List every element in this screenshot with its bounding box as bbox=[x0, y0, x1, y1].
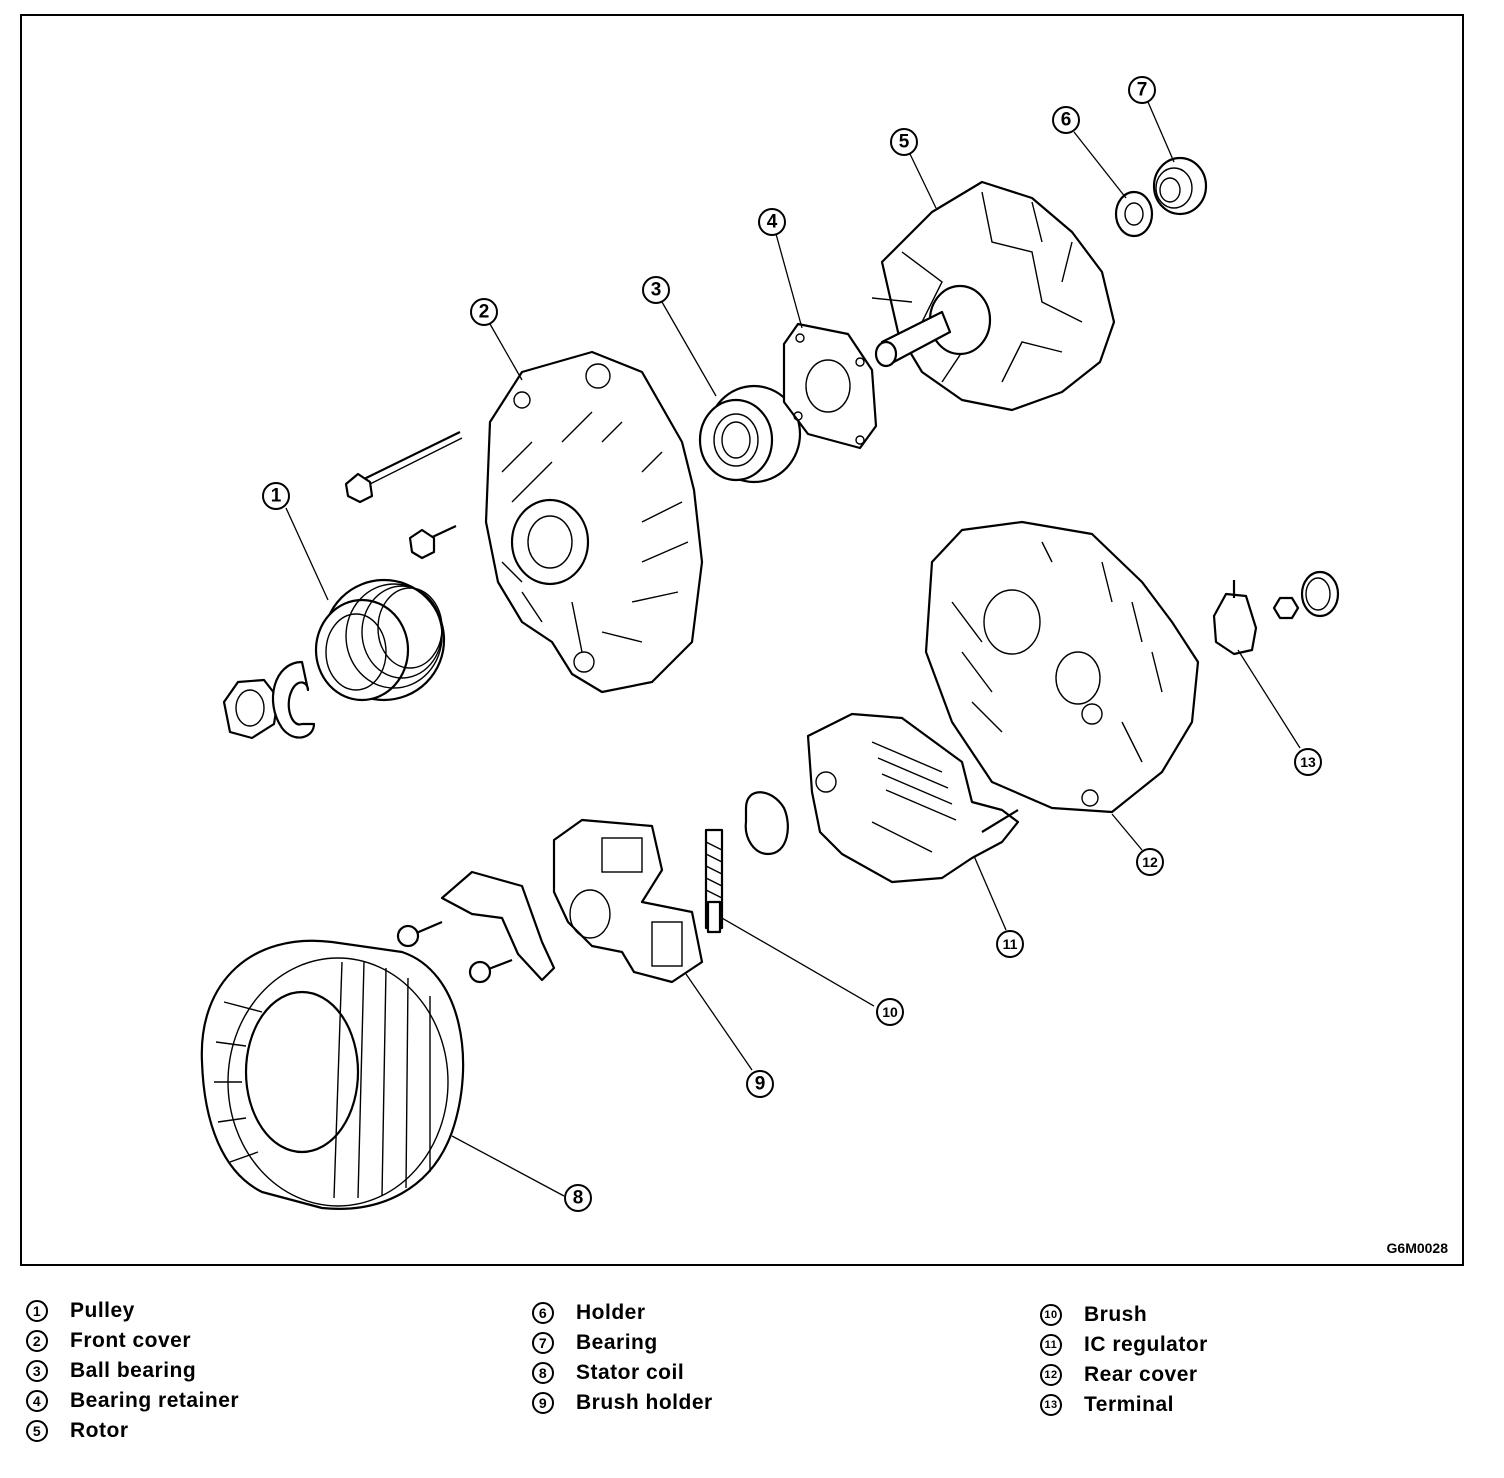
ic-regulator-drawing bbox=[806, 712, 1020, 884]
legend-item: 6 Holder bbox=[532, 1298, 713, 1328]
legend-number: 8 bbox=[532, 1362, 554, 1384]
terminal-cap-drawing bbox=[1300, 570, 1340, 618]
legend-item: 5 Rotor bbox=[26, 1416, 239, 1446]
legend-item: 11 IC regulator bbox=[1040, 1330, 1208, 1360]
brush-plate-drawing bbox=[440, 870, 556, 982]
callout-number: 9 bbox=[755, 1074, 766, 1095]
retaining-clip-drawing bbox=[744, 791, 789, 856]
callout-12: 12 bbox=[1136, 848, 1164, 876]
callout-5: 5 bbox=[890, 128, 918, 156]
stator-coil-drawing bbox=[200, 939, 465, 1210]
legend-item: 8 Stator coil bbox=[532, 1358, 713, 1388]
diagram-frame: 1 2 3 4 5 6 7 8 9 10 11 12 13 G6M0028 bbox=[20, 14, 1464, 1266]
callout-number: 12 bbox=[1142, 854, 1158, 870]
legend-label: Rotor bbox=[70, 1419, 129, 1442]
terminal-nut-drawing bbox=[1272, 596, 1300, 620]
legend-number: 7 bbox=[532, 1332, 554, 1354]
legend-label: Bearing bbox=[576, 1331, 658, 1354]
callout-9: 9 bbox=[746, 1070, 774, 1098]
callout-number: 1 bbox=[271, 486, 282, 507]
legend-item: 4 Bearing retainer bbox=[26, 1386, 239, 1416]
legend-number: 13 bbox=[1040, 1394, 1062, 1416]
legend-item: 3 Ball bearing bbox=[26, 1356, 239, 1386]
legend-number: 3 bbox=[26, 1360, 48, 1382]
brush-holder-drawing bbox=[396, 818, 704, 984]
figure-code: G6M0028 bbox=[1386, 1240, 1448, 1256]
callout-number: 5 bbox=[899, 132, 910, 153]
legend-label: Front cover bbox=[70, 1329, 192, 1352]
rear-cover-drawing bbox=[924, 520, 1200, 814]
legend-label: Brush holder bbox=[576, 1391, 713, 1414]
callout-11: 11 bbox=[996, 930, 1024, 958]
legend-label: Rear cover bbox=[1084, 1363, 1198, 1386]
callout-number: 11 bbox=[1003, 936, 1018, 952]
exploded-view-diagram: 1 2 3 4 5 6 7 8 9 10 11 12 13 bbox=[200, 76, 1340, 1212]
legend-label: Holder bbox=[576, 1301, 646, 1324]
holder-drawing bbox=[1114, 190, 1154, 238]
callout-number: 6 bbox=[1061, 110, 1072, 131]
legend-number: 5 bbox=[26, 1420, 48, 1442]
legend-item: 9 Brush holder bbox=[532, 1388, 713, 1418]
callout-2: 2 bbox=[470, 298, 498, 326]
callout-number: 2 bbox=[479, 302, 490, 323]
callout-7: 7 bbox=[1128, 76, 1156, 104]
nut-drawing bbox=[222, 678, 280, 740]
rotor-drawing bbox=[871, 180, 1116, 412]
callout-13: 13 bbox=[1294, 748, 1322, 776]
bearing-retainer-drawing bbox=[782, 322, 878, 450]
legend-number: 1 bbox=[26, 1300, 48, 1322]
callout-1: 1 bbox=[262, 482, 290, 510]
legend-number: 9 bbox=[532, 1392, 554, 1414]
legend-item: 1 Pulley bbox=[26, 1296, 239, 1326]
pulley-drawing bbox=[222, 578, 446, 740]
callout-8: 8 bbox=[564, 1184, 592, 1212]
legend-number: 11 bbox=[1040, 1334, 1062, 1356]
callout-number: 8 bbox=[573, 1188, 584, 1209]
legend-item: 10 Brush bbox=[1040, 1300, 1208, 1330]
ball-bearing-drawing bbox=[698, 384, 802, 484]
legend-item: 2 Front cover bbox=[26, 1326, 239, 1356]
callout-3: 3 bbox=[642, 276, 670, 304]
legend-column-2: 6 Holder 7 Bearing 8 Stator coil 9 Brush hol… bbox=[532, 1298, 713, 1418]
callout-number: 7 bbox=[1137, 80, 1148, 101]
legend-column-1: 1 Pulley 2 Front cover 3 Ball bearing 4 Bear… bbox=[26, 1296, 239, 1446]
parts-legend: 1 Pulley 2 Front cover 3 Ball bearing 4 Bear… bbox=[0, 1296, 1504, 1456]
brush-drawing bbox=[704, 828, 724, 934]
legend-label: IC regulator bbox=[1084, 1333, 1208, 1356]
legend-label: Brush bbox=[1084, 1303, 1148, 1326]
washer-drawing bbox=[271, 660, 316, 739]
front-cover-drawing bbox=[344, 350, 704, 694]
legend-label: Pulley bbox=[70, 1299, 135, 1322]
bearing-drawing bbox=[1152, 156, 1208, 216]
legend-column-3: 10 Brush 11 IC regulator 12 Rear cover 13 Te… bbox=[1040, 1300, 1208, 1420]
callout-10: 10 bbox=[876, 998, 904, 1026]
callout-number: 4 bbox=[767, 212, 778, 233]
legend-label: Stator coil bbox=[576, 1361, 685, 1384]
callout-number: 10 bbox=[882, 1004, 898, 1020]
leader-lines bbox=[285, 101, 1301, 1197]
legend-number: 6 bbox=[532, 1302, 554, 1324]
legend-label: Bearing retainer bbox=[70, 1389, 240, 1412]
legend-number: 10 bbox=[1040, 1304, 1062, 1326]
legend-number: 4 bbox=[26, 1390, 48, 1412]
callout-number: 13 bbox=[1300, 754, 1316, 770]
callout-4: 4 bbox=[758, 208, 786, 236]
callout-number: 3 bbox=[651, 280, 662, 301]
legend-item: 7 Bearing bbox=[532, 1328, 713, 1358]
legend-item: 12 Rear cover bbox=[1040, 1360, 1208, 1390]
plate-screw-drawing bbox=[396, 920, 513, 984]
legend-number: 2 bbox=[26, 1330, 48, 1352]
callout-6: 6 bbox=[1052, 106, 1080, 134]
legend-label: Ball bearing bbox=[70, 1359, 197, 1382]
legend-number: 12 bbox=[1040, 1364, 1062, 1386]
terminal-drawing bbox=[1212, 570, 1340, 656]
through-bolt-drawing bbox=[344, 431, 463, 504]
screw-drawing bbox=[408, 525, 457, 560]
legend-item: 13 Terminal bbox=[1040, 1390, 1208, 1420]
legend-label: Terminal bbox=[1084, 1393, 1174, 1416]
